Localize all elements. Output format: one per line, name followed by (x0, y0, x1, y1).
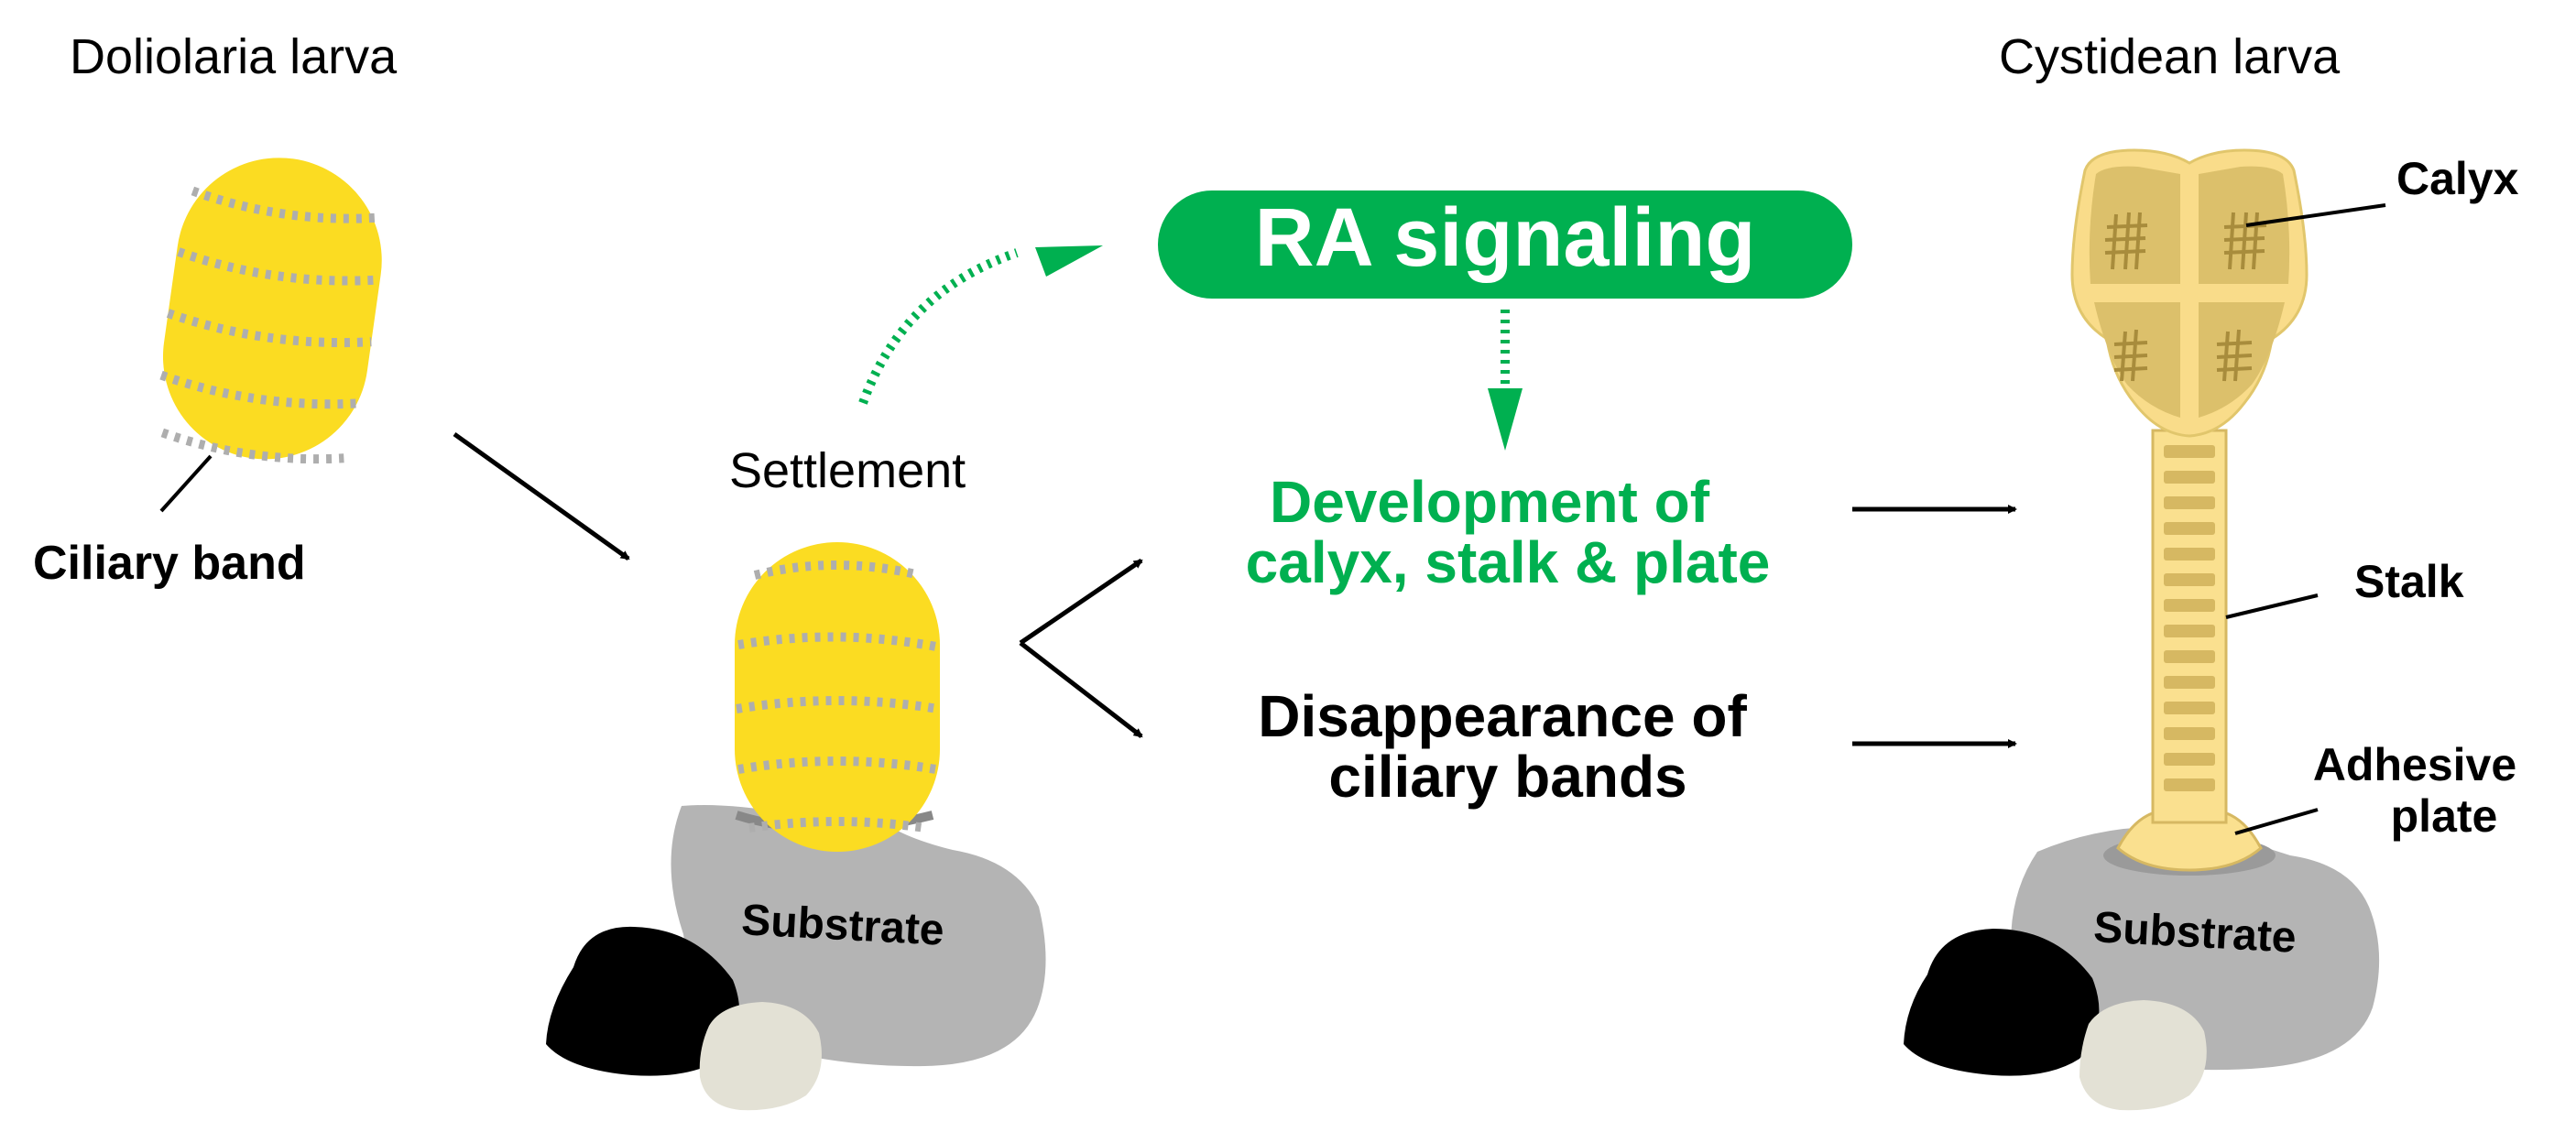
development-label-line2: calyx, stalk & plate (1246, 529, 1771, 595)
pebble-left (699, 1002, 822, 1111)
substrate-rock-right (2011, 827, 2380, 1071)
substrate-scene-right (1904, 827, 2380, 1111)
development-label-line1: Development of (1270, 469, 1710, 535)
ciliary-band-label: Ciliary band (33, 537, 306, 590)
substrate-rock-left (671, 805, 1046, 1067)
settlement-label: Settlement (729, 443, 966, 498)
ra-signaling-box (1158, 190, 1852, 299)
black-stone-right (1904, 929, 2100, 1076)
doliolaria-body (162, 158, 382, 460)
stalk-label: Stalk (2354, 556, 2464, 607)
branch-arrow-down (1019, 641, 1143, 738)
substrate-label-right: Substrate (2092, 903, 2298, 963)
calyx-label: Calyx (2396, 153, 2519, 204)
substrate-label-left: Substrate (740, 896, 945, 955)
substrate-scene-left (546, 542, 1046, 1111)
arrow-settlement-to-ra (858, 248, 1019, 405)
arrow-larva-to-settled (453, 431, 630, 561)
doliolaria-ciliary-bands (159, 186, 382, 464)
disappearance-label-line1: Disappearance of (1258, 683, 1747, 749)
adhesive-plate-label-line1: Adhesive (2313, 739, 2516, 790)
stalk-ossicles (2164, 445, 2215, 791)
cystidean-larva-title: Cystidean larva (1999, 29, 2341, 84)
doliolaria-larva (159, 158, 382, 513)
settled-larva (735, 542, 940, 852)
settled-larva-ciliary-bands (736, 561, 939, 833)
adhesive-plate-pointer (2234, 808, 2319, 835)
ciliary-band-pointer (159, 454, 213, 513)
branch-arrow-stem (1019, 558, 1143, 646)
arrow-settlement-to-ra-head (1035, 245, 1103, 277)
doliolaria-larva-title: Doliolaria larva (70, 29, 398, 84)
cystidean-larva (2070, 148, 2386, 876)
ra-signaling-label: RA signaling (1255, 192, 1756, 284)
pebble-right (2079, 1000, 2207, 1111)
arrow-ra-to-development-head (1488, 388, 1523, 451)
adhesive-plate (2116, 810, 2263, 872)
black-stone-left (546, 926, 740, 1076)
disappearance-label-line2: ciliary bands (1328, 744, 1686, 810)
calyx-markings (2104, 212, 2267, 382)
calyx-pointer (2245, 203, 2386, 227)
adhesive-plate-label-line2: plate (2391, 790, 2498, 842)
stalk-pointer (2225, 593, 2319, 619)
settled-larva-body (735, 542, 940, 852)
